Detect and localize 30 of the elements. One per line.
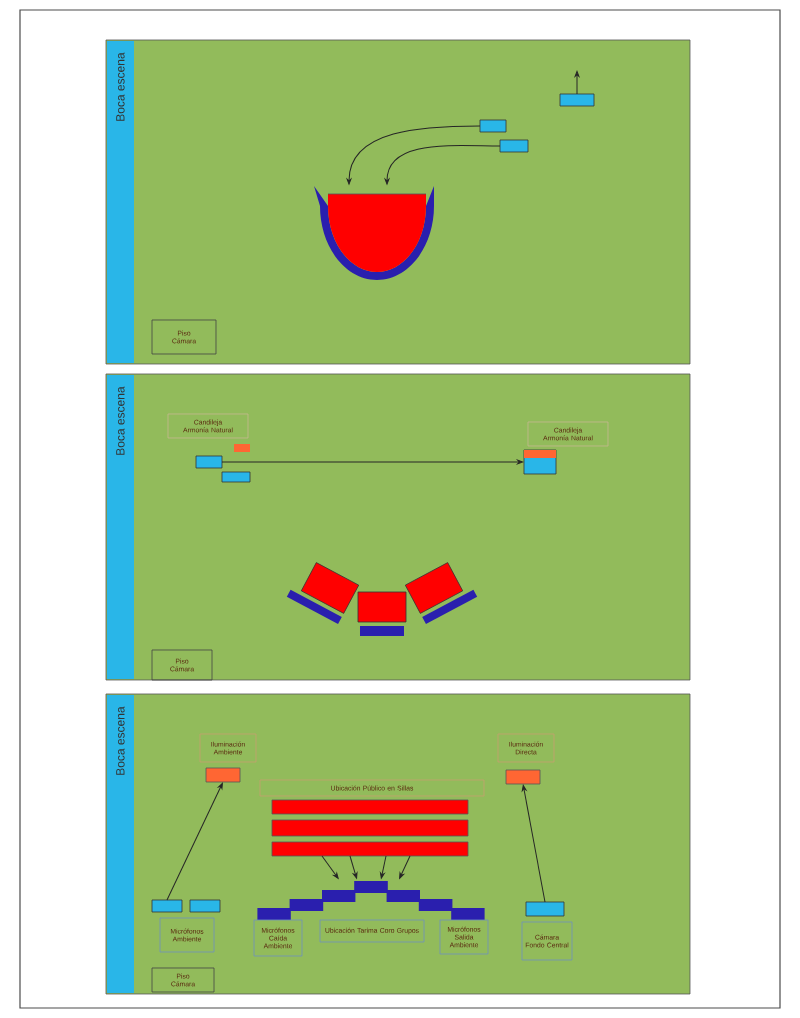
- risers-drawing: [257, 881, 485, 920]
- seat-row: [271, 799, 469, 815]
- camera-box: [221, 471, 251, 483]
- camera-box: [189, 899, 221, 913]
- arrow: [349, 855, 358, 879]
- light-bar: [234, 444, 250, 452]
- camera-box: [479, 119, 507, 133]
- camera-box: [151, 899, 183, 913]
- stage-block: [286, 562, 360, 624]
- arrow: [574, 70, 580, 95]
- arrow: [521, 784, 546, 903]
- light-bar: [505, 769, 541, 785]
- stage-drawing: [314, 186, 434, 280]
- camera-box: [525, 901, 565, 917]
- seat-row: [271, 819, 469, 837]
- stage-block: [404, 562, 478, 624]
- arrow: [346, 125, 481, 185]
- camera-box: [559, 93, 595, 107]
- arrow: [166, 782, 223, 901]
- camera-box: [499, 139, 529, 153]
- arrow: [380, 855, 387, 879]
- arrow: [321, 855, 339, 879]
- camera-box: [195, 455, 223, 469]
- light-bar: [205, 767, 241, 783]
- arrow: [384, 145, 501, 185]
- arrow: [399, 855, 411, 879]
- stage-block: [357, 591, 407, 636]
- arrow: [221, 459, 524, 465]
- seat-row: [271, 841, 469, 857]
- camera-box: [523, 449, 557, 475]
